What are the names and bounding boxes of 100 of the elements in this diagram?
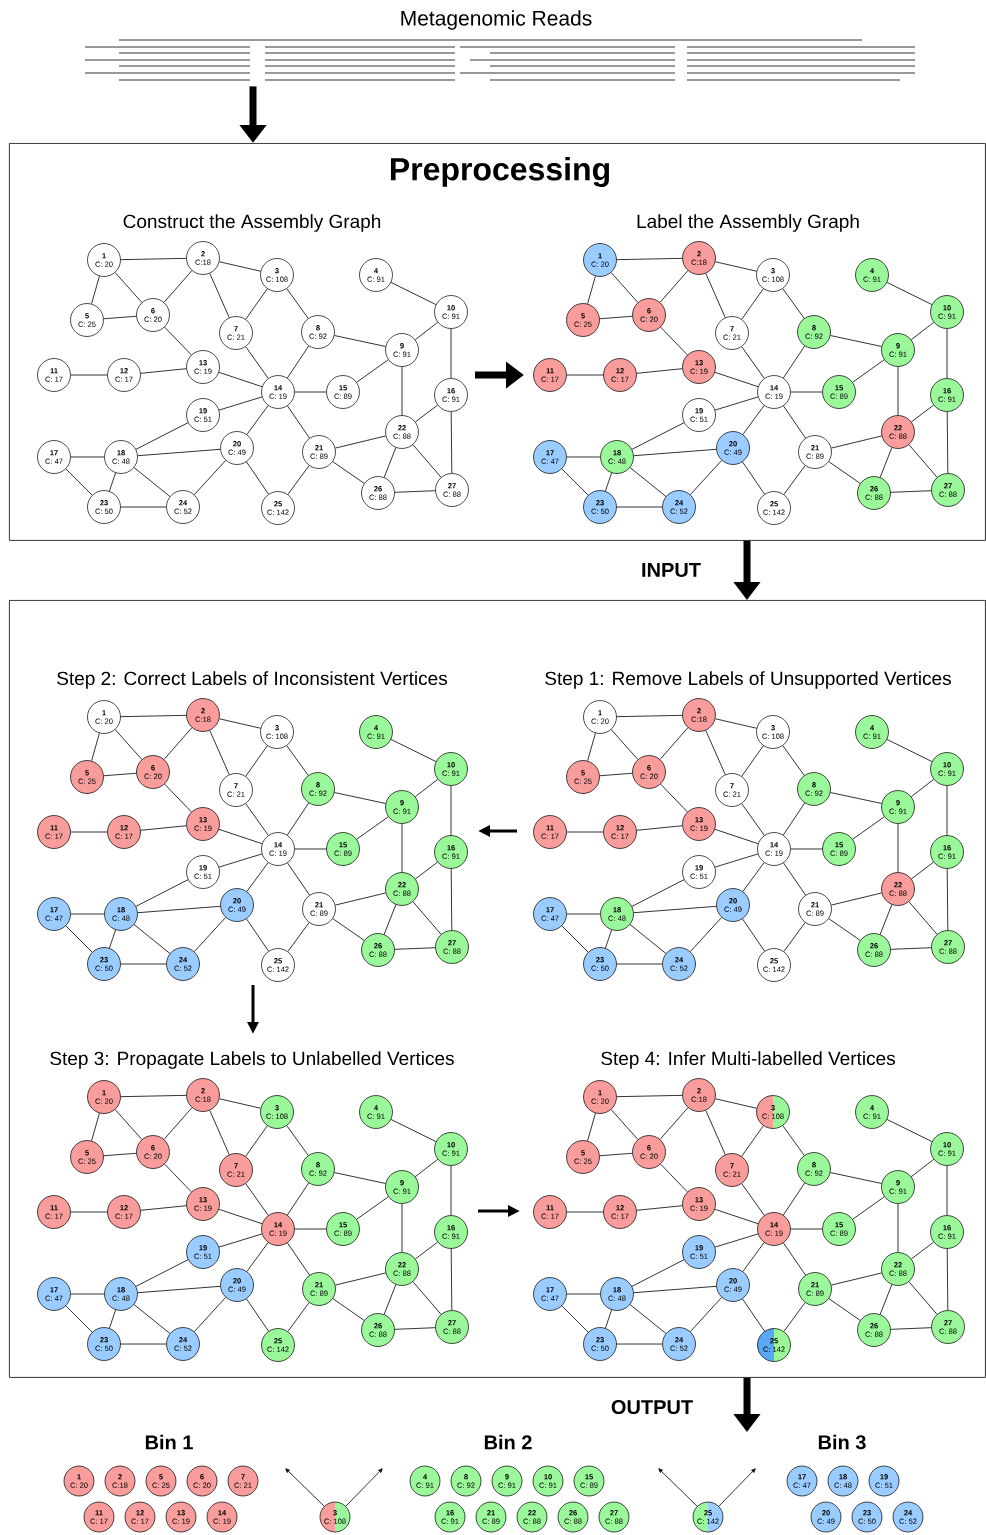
- panel-heading: Step 1: Remove Labels of Unsupported Vertices: [545, 671, 951, 689]
- arrow: [345, 1468, 383, 1507]
- graph-edge: [246, 1298, 269, 1332]
- graph-edge: [120, 963, 167, 965]
- graph-edge: [946, 1248, 949, 1311]
- graph-edge: [163, 270, 193, 303]
- graph-edge: [163, 1107, 193, 1140]
- graph-edge: [599, 315, 633, 320]
- graph-edge: [120, 1343, 167, 1345]
- graph-edge: [852, 1196, 885, 1220]
- graph-edge: [450, 328, 452, 379]
- graph-edge: [412, 901, 442, 935]
- graph-edge: [566, 1211, 604, 1213]
- graph-edge: [897, 1203, 899, 1253]
- graph-edge: [450, 785, 452, 836]
- arrow: [718, 1468, 756, 1507]
- graph-edge: [218, 853, 263, 868]
- graph-edge: [741, 1125, 764, 1157]
- graph-edge: [450, 1165, 452, 1216]
- graph-edge: [610, 272, 639, 303]
- graph-edge: [908, 444, 938, 478]
- graph-edge: [879, 447, 893, 478]
- graph-edge: [383, 904, 397, 935]
- graph-edge: [879, 1284, 893, 1315]
- graph-edge: [332, 461, 365, 484]
- graph-edge: [886, 282, 933, 305]
- graph-edge: [610, 1109, 639, 1140]
- graph-edge: [140, 1205, 187, 1211]
- graph-edge: [356, 359, 389, 383]
- graph-edge: [828, 461, 861, 484]
- graph-edge: [450, 411, 453, 474]
- graph-edge: [218, 1208, 263, 1225]
- graph-edge: [120, 257, 187, 261]
- graph-edge: [830, 335, 882, 347]
- graph-edge: [383, 447, 397, 478]
- graph-edge: [715, 261, 757, 272]
- graph-edge: [245, 346, 269, 379]
- graph-edge: [714, 1208, 759, 1225]
- graph-edge: [286, 1182, 310, 1216]
- graph-edge: [616, 963, 663, 965]
- graph-edge: [782, 745, 805, 776]
- panel-heading: Step 2: Correct Labels of Inconsistent Vertices: [57, 671, 447, 689]
- graph-edge: [659, 1107, 689, 1140]
- graph-edge: [714, 828, 759, 845]
- graph-edge: [114, 272, 143, 303]
- graph-edge: [246, 461, 269, 495]
- graph-edge: [879, 904, 893, 935]
- graph-edge: [219, 1098, 261, 1109]
- graph-edge: [715, 718, 757, 729]
- graph-edge: [383, 1284, 397, 1315]
- graph-edge: [450, 868, 453, 931]
- graph-edge: [246, 1242, 269, 1272]
- graph-edge: [705, 273, 726, 318]
- graph-edge: [103, 315, 137, 320]
- graph-edge: [401, 366, 403, 416]
- graph-edge: [605, 1309, 612, 1329]
- graph-edge: [103, 772, 137, 777]
- graph-edge: [946, 411, 949, 474]
- graph-edge: [631, 1259, 685, 1287]
- graph-edge: [636, 825, 683, 831]
- graph-edge: [394, 490, 436, 493]
- graph-edge: [245, 1125, 268, 1157]
- bin-heading: Bin 2: [484, 1434, 532, 1450]
- graph-edge: [294, 1228, 327, 1230]
- graph-edge: [164, 1163, 192, 1193]
- graph-edge: [852, 359, 885, 383]
- graph-edge: [742, 1242, 765, 1272]
- graph-edge: [714, 1233, 759, 1248]
- graph-edge: [911, 404, 934, 423]
- graph-edge: [218, 828, 263, 845]
- graph-edge: [114, 1109, 143, 1140]
- graph-edge: [897, 366, 899, 416]
- graph-edge: [587, 732, 596, 762]
- heading: Metagenomic Reads: [401, 10, 592, 30]
- graph-edge: [335, 1272, 386, 1286]
- graph-edge: [415, 861, 438, 880]
- graph-edge: [616, 1343, 663, 1345]
- graph-edge: [140, 368, 187, 374]
- graph-edge: [633, 905, 717, 914]
- graph-edge: [714, 853, 759, 868]
- graph-edge: [414, 321, 439, 341]
- section-box: [9, 600, 986, 1378]
- graph-edge: [782, 1125, 805, 1156]
- graph-edge: [245, 288, 268, 320]
- graph-edge: [334, 792, 386, 804]
- graph-edge: [287, 1302, 310, 1332]
- graph-edge: [782, 288, 805, 319]
- graph-edge: [218, 396, 263, 411]
- graph-edge: [287, 465, 310, 495]
- graph-edge: [790, 848, 823, 850]
- graph-edge: [401, 1203, 403, 1253]
- graph-edge: [164, 783, 192, 813]
- graph-edge: [414, 1158, 439, 1178]
- graph-edge: [616, 257, 683, 261]
- graph-edge: [335, 435, 386, 449]
- bin-heading: Bin 3: [818, 1434, 866, 1450]
- graph-edge: [741, 346, 765, 379]
- graph-edge: [599, 1152, 633, 1157]
- graph-edge: [194, 1297, 227, 1332]
- graph-edge: [690, 1297, 723, 1332]
